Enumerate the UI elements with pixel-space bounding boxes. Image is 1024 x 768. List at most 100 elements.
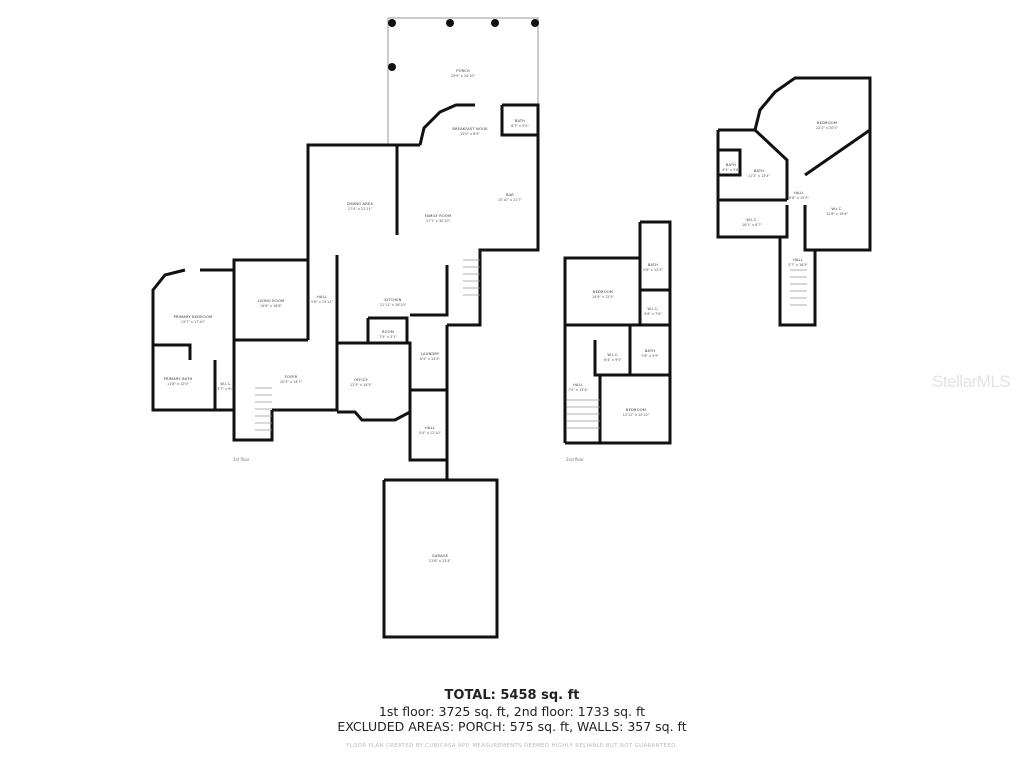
wall xyxy=(232,340,274,442)
room-dimensions: 21'11" x 16'10" xyxy=(380,303,407,307)
room-name: HALL xyxy=(793,258,803,262)
wall xyxy=(804,128,871,177)
room-dimensions: 14'9" x 12'5" xyxy=(592,295,615,299)
room-name: W.I.C. xyxy=(746,218,757,222)
disclaimer: FLOOR PLAN CREATED BY CUBICASA APP. MEAS… xyxy=(346,743,678,749)
room-name: LAUNDRY xyxy=(421,352,440,356)
wall xyxy=(232,258,308,340)
wall xyxy=(368,316,409,343)
room-dimensions: 15'0" x 8'9" xyxy=(460,132,480,136)
room-name: ROOM xyxy=(382,330,394,334)
room-name: PORCH xyxy=(456,69,470,73)
room-dimensions: 12'11" x 12'10" xyxy=(623,413,650,417)
porch-column xyxy=(388,19,396,27)
wall xyxy=(593,340,670,377)
room-name: HALL xyxy=(425,426,435,430)
room-dimensions: 12'8" x 19'6" xyxy=(826,212,849,216)
room-dimensions: 11'2" x 13'4" xyxy=(748,174,771,178)
wall xyxy=(388,17,539,105)
room-name: HALL xyxy=(794,191,804,195)
wall xyxy=(337,341,412,412)
room-dimensions: 4'5" x 5'8" xyxy=(722,168,740,172)
room-dimensions: 5'7" x 16'5" xyxy=(788,263,808,267)
excluded-areas: EXCLUDED AREAS: PORCH: 575 sq. ft, WALLS… xyxy=(337,719,687,734)
wall xyxy=(337,410,411,422)
wall xyxy=(718,128,789,200)
room-dimensions: 5'6" x 12'5" xyxy=(643,268,663,272)
wall xyxy=(778,237,817,327)
room-name: W.I.C. xyxy=(220,382,231,386)
room-dimensions: 22'2" x 20'5" xyxy=(816,126,839,130)
wall xyxy=(151,345,234,412)
room-name: LIVING ROOM xyxy=(258,299,285,303)
wall xyxy=(716,130,789,239)
room-name: BATH xyxy=(648,263,658,267)
room-name: PRIMARY BEDROOM xyxy=(174,315,213,319)
second-floor-label: 2nd floor xyxy=(566,457,584,462)
room-dimensions: 7'8" x 5'5" xyxy=(641,354,659,358)
room-name: HALL xyxy=(573,383,583,387)
room-dimensions: 17'1" x 30'10" xyxy=(426,219,451,223)
wall xyxy=(565,220,672,445)
wall xyxy=(410,265,449,317)
room-dimensions: 13'7" x 17'10" xyxy=(181,320,206,324)
room-dimensions: 7'5" x 3'1" xyxy=(379,335,397,339)
room-name: BEDROOM xyxy=(593,290,613,294)
wall xyxy=(408,412,449,480)
room-dimensions: 6'4" x 9'5" xyxy=(604,358,622,362)
room-dimensions: 10'10" x 22'7" xyxy=(498,198,523,202)
wall xyxy=(718,148,742,177)
room-dimensions: 5'4" x 12'10" xyxy=(419,431,442,435)
room-dimensions: 7'0" x 13'4" xyxy=(568,388,588,392)
room-name: HALL xyxy=(317,295,327,299)
porch-column xyxy=(491,19,499,27)
wall xyxy=(418,103,475,146)
porch-column xyxy=(531,19,539,27)
room-name: PRIMARY BATH xyxy=(164,377,193,381)
room-name: W.I.C. xyxy=(831,207,842,211)
room-name: GARAGE xyxy=(432,554,449,558)
room-dimensions: 18'1" x 6'7" xyxy=(742,223,762,227)
room-name: FAMILY ROOM xyxy=(425,214,452,218)
room-dimensions: 21'8" x 23'4" xyxy=(429,559,452,563)
room-dimensions: 5'6" x 7'0" xyxy=(644,312,662,316)
watermark-logo: StellarMLS xyxy=(932,372,1011,391)
room-name: FOYER xyxy=(285,375,298,379)
room-dimensions: 17'0" x 21'11" xyxy=(348,207,373,211)
room-name: BREAKFAST NOOK xyxy=(452,127,488,131)
room-dimensions: 6'7" x 5'0" xyxy=(511,124,529,128)
room-name: DINING AREA xyxy=(347,202,373,206)
room-name: OFFICE xyxy=(354,378,369,382)
floor-areas: 1st floor: 3725 sq. ft, 2nd floor: 1733 … xyxy=(378,704,646,719)
room-dimensions: 29'5" x 24'10" xyxy=(451,74,476,78)
room-name: BATH xyxy=(754,169,764,173)
total-area: TOTAL: 5458 sq. ft xyxy=(444,688,580,703)
room-dimensions: 20'3" x 14'7" xyxy=(280,380,303,384)
wall xyxy=(447,103,540,327)
wall xyxy=(272,255,339,412)
room-dimensions: 6'8" x 15'5" xyxy=(789,196,809,200)
wall xyxy=(306,143,399,255)
wall xyxy=(563,256,640,443)
wall xyxy=(753,76,872,252)
room-dimensions: 5'6" x 15'11" xyxy=(311,300,334,304)
wall xyxy=(151,268,186,345)
room-dimensions: 6'4" x 14'5" xyxy=(420,357,440,361)
wall xyxy=(500,105,538,137)
room-name: KITCHEN xyxy=(385,298,402,302)
room-dimensions: 12'5" x 14'5" xyxy=(350,383,373,387)
room-name: BEDROOM xyxy=(817,121,837,125)
room-name: W.I.C. xyxy=(647,307,658,311)
room-name: BAR xyxy=(506,193,514,197)
room-dimensions: 3'7" x 9'4" xyxy=(217,387,235,391)
room-name: BATH xyxy=(726,163,736,167)
wall xyxy=(153,343,192,360)
room-name: BEDROOM xyxy=(626,408,646,412)
first-floor-label: 1st floor xyxy=(233,457,250,462)
porch-column xyxy=(446,19,454,27)
room-dimensions: 11'8" x 12'0" xyxy=(167,382,190,386)
room-dimensions: 14'8" x 16'8" xyxy=(260,304,283,308)
wall xyxy=(382,478,499,639)
